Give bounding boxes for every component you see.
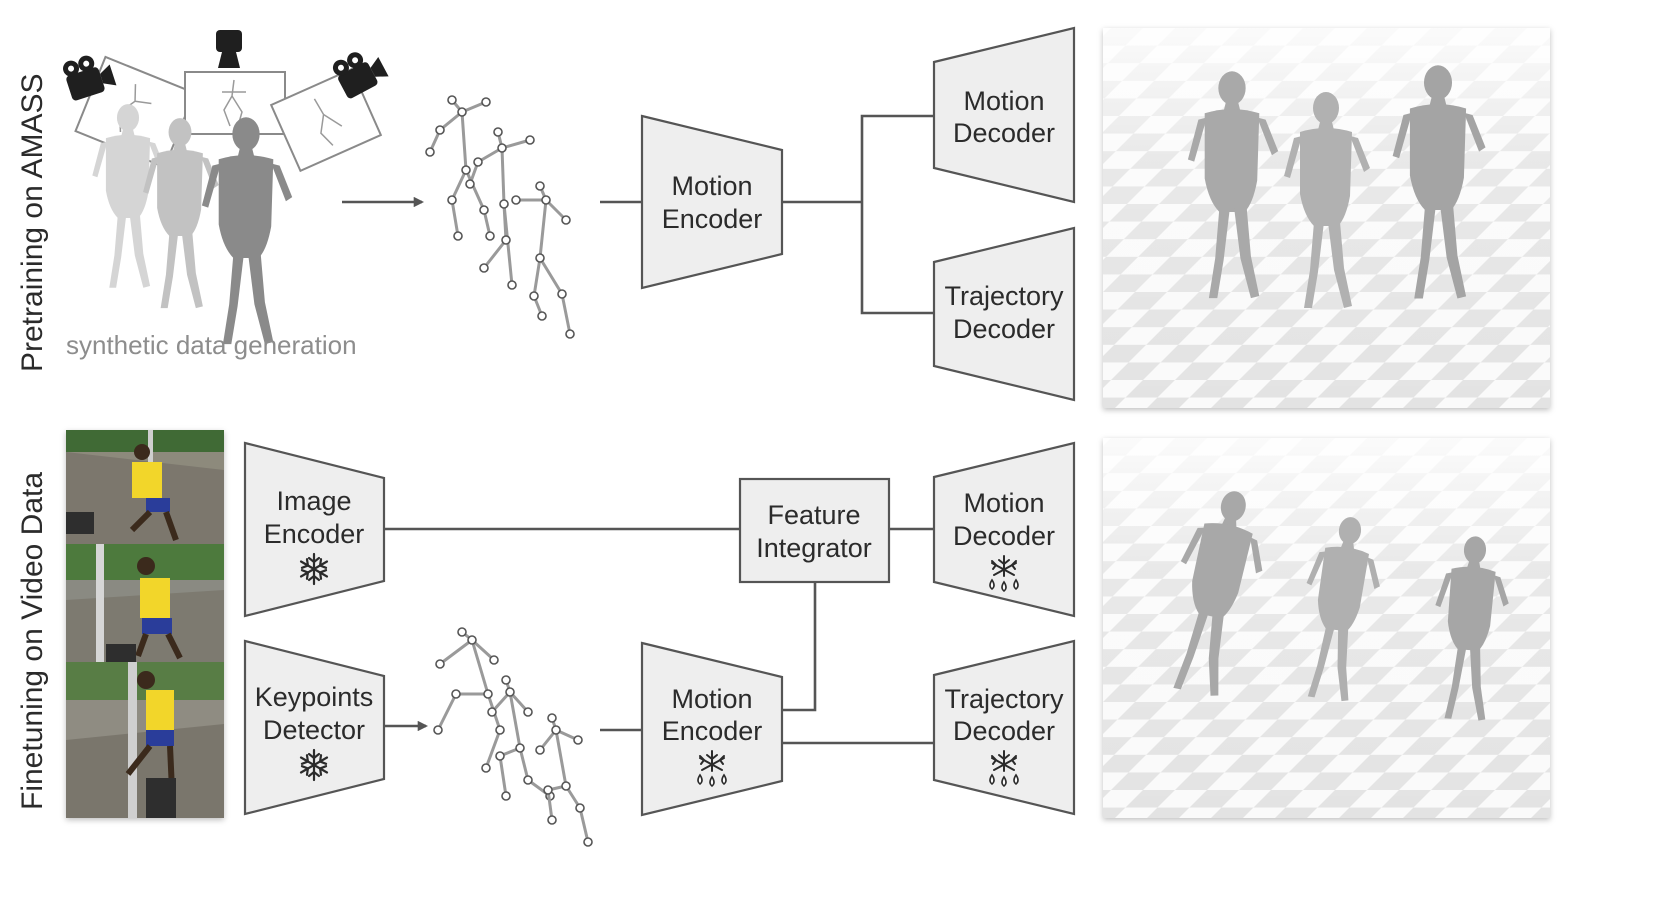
module-label: Encoder [662,716,763,746]
finetune-trajectory-decoder: Trajectory Decoder [932,639,1076,816]
video-frame-3 [66,662,224,818]
module-label: Trajectory [944,281,1064,311]
synthetic-data-illustration [60,30,390,345]
module-label: Feature [767,500,860,530]
pretrain-render-scene [1103,28,1550,408]
skeleton-sequence-pretraining [425,95,575,339]
skeleton-sequence-finetuning [433,627,593,847]
video-frames [66,430,224,818]
finetune-render-scene [1103,438,1550,818]
mesh-human-main [201,117,293,345]
video-frame-2 [66,544,224,662]
module-label: Decoder [953,314,1055,344]
module-label: Integrator [756,533,872,563]
module-label: Motion [963,488,1044,518]
keypoints-detector: Keypoints Detector [243,639,386,816]
connector-encoder-to-integrator [782,582,817,712]
synthetic-data-caption: synthetic data generation [66,330,357,360]
finetune-motion-decoder: Motion Decoder [932,441,1076,618]
module-label: Image [276,486,351,516]
module-label: Decoder [953,716,1055,746]
module-label: Encoder [264,519,365,549]
pretrain-motion-encoder: Motion Encoder [640,114,784,290]
module-label: Motion [671,171,752,201]
finetune-motion-encoder: Motion Encoder [640,641,784,817]
pretrain-motion-decoder: Motion Decoder [932,26,1076,204]
image-encoder: Image Encoder [243,441,386,618]
module-label: Encoder [662,204,763,234]
connector-split-to-decoders [860,114,934,315]
module-label: Motion [963,86,1044,116]
video-frame-1 [66,430,224,544]
overhead-camera-icon [216,30,242,68]
row-label-pretraining: Pretraining on AMASS [16,74,49,373]
module-label: Decoder [953,521,1055,551]
module-label: Motion [671,684,752,714]
module-label: Decoder [953,118,1055,148]
row-label-finetuning: Finetuning on Video Data [16,472,49,810]
module-label: Detector [263,715,365,745]
module-label: Keypoints [255,682,374,712]
pretrain-trajectory-decoder: Trajectory Decoder [932,226,1076,402]
module-label: Trajectory [944,684,1064,714]
feature-integrator: Feature Integrator [738,477,891,584]
